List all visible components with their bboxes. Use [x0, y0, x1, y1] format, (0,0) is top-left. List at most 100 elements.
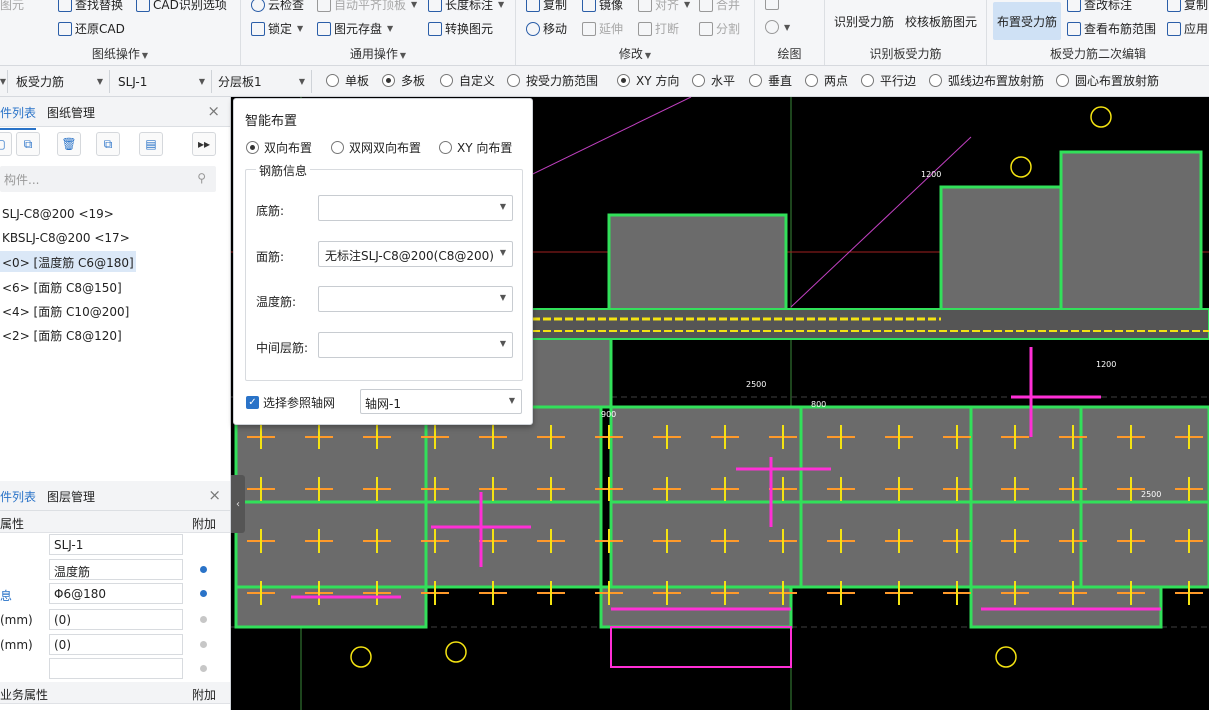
property-value[interactable]: (0): [49, 609, 183, 630]
place-rebar-button[interactable]: 布置受力筋: [993, 2, 1061, 40]
list-item[interactable]: <6> [面筋 C8@150]: [0, 276, 124, 297]
more-button[interactable]: ▸▸: [192, 132, 216, 156]
property-value[interactable]: (0): [49, 634, 183, 655]
radio-xy-placement[interactable]: XY 向布置: [439, 139, 512, 156]
identify-rebar-button[interactable]: 识别受力筋: [831, 2, 897, 40]
convert-element-button[interactable]: 转换图元: [428, 20, 493, 37]
radio-vertical[interactable]: 垂直: [749, 72, 792, 89]
save-component-button[interactable]: ▤: [139, 132, 163, 156]
business-props-label: 业务属性: [0, 688, 49, 702]
copy-button[interactable]: 复制: [526, 0, 567, 13]
auto-align-top-button[interactable]: 自动平齐顶板▼: [317, 0, 417, 13]
top-rebar-select[interactable]: 无标注SLJ-C8@200(C8@200)▼: [318, 241, 513, 267]
radio-two-points[interactable]: 两点: [805, 72, 848, 89]
radio-center-radial[interactable]: 圆心布置放射筋: [1056, 72, 1159, 89]
find-replace-button[interactable]: 查找替换: [58, 0, 123, 13]
list-item-selected[interactable]: <0> [温度筋 C6@180]: [0, 251, 136, 272]
property-value[interactable]: 温度筋: [49, 559, 183, 580]
radio-horizontal[interactable]: 水平: [692, 72, 735, 89]
check-rebar-button[interactable]: 校核板筋图元: [901, 2, 981, 40]
tab-component-list[interactable]: 件列表: [0, 104, 37, 130]
cad-options-button[interactable]: CAD识别选项: [136, 0, 227, 13]
search-input[interactable]: 构件...⚲: [0, 166, 216, 192]
slab-region: [424, 500, 603, 589]
lock-button[interactable]: 锁定▼: [251, 20, 303, 37]
close-icon[interactable]: ×: [207, 102, 220, 120]
middle-rebar-select[interactable]: ▼: [318, 332, 513, 358]
element-save-button[interactable]: 图元存盘▼: [317, 20, 393, 37]
mirror-button[interactable]: 镜像: [582, 0, 623, 13]
radio-by-rebar-range[interactable]: 按受力筋范围: [507, 72, 598, 89]
list-item[interactable]: SLJ-C8@200 <19>: [0, 204, 116, 225]
property-value[interactable]: Φ6@180: [49, 583, 183, 604]
delete-component-button[interactable]: 🗑: [57, 132, 81, 156]
axis-bubble: [350, 646, 372, 668]
align-button[interactable]: 对齐▼: [638, 0, 690, 13]
group-label-modify[interactable]: 修改▼: [516, 45, 754, 62]
ribbon-group-identify-rebar: 识别受力筋 校核板筋图元 识别板受力筋: [825, 0, 987, 65]
draw-arc-button[interactable]: ▼: [765, 20, 790, 34]
cloud-check-button[interactable]: 云检查: [251, 0, 304, 13]
view-rebar-range-button[interactable]: 查看布筋范围: [1067, 20, 1156, 37]
temperature-rebar-select[interactable]: ▼: [318, 286, 513, 312]
move-button[interactable]: 移动: [526, 20, 567, 37]
label: 双网双向布置: [349, 141, 422, 155]
list-item[interactable]: <4> [面筋 C10@200]: [0, 300, 131, 321]
reference-axis-checkbox[interactable]: ✓选择参照轴网: [246, 394, 335, 411]
copy-component-button[interactable]: ⧉: [16, 132, 40, 156]
property-row-empty: [0, 657, 230, 682]
list-item[interactable]: <2> [面筋 C8@120]: [0, 324, 124, 345]
property-value[interactable]: SLJ-1: [49, 534, 183, 555]
radio-icon: [692, 74, 705, 87]
tab-layer-manage[interactable]: 图层管理: [47, 488, 95, 505]
move-icon: [526, 21, 540, 36]
label: 镜像: [599, 0, 624, 12]
merge-button[interactable]: 合并: [699, 0, 740, 13]
copy-rebar-button[interactable]: 复制: [1167, 0, 1208, 13]
property-value[interactable]: [49, 658, 183, 679]
radio-double-mesh[interactable]: 双网双向布置: [331, 139, 421, 156]
search-placeholder: 构件...: [4, 173, 40, 187]
element-type-select[interactable]: ▼: [0, 70, 8, 93]
tab-drawing-manage[interactable]: 图纸管理: [47, 104, 95, 121]
attach-dot[interactable]: [200, 665, 207, 672]
rebar-name-select[interactable]: SLJ-1▼: [112, 70, 212, 93]
attach-dot[interactable]: [200, 590, 207, 597]
extend-button[interactable]: 延伸: [582, 20, 623, 37]
radio-single-slab[interactable]: 单板: [326, 72, 369, 89]
length-dimension-button[interactable]: 长度标注▼: [428, 0, 504, 13]
group-label-drawing-ops[interactable]: 图纸操作▼: [0, 45, 240, 62]
duplicate-component-button[interactable]: ⧉: [96, 132, 120, 156]
attach-dot[interactable]: [200, 641, 207, 648]
label: 查改标注: [1084, 0, 1133, 12]
layer-select[interactable]: 分层板1▼: [212, 70, 312, 93]
attach-dot[interactable]: [200, 616, 207, 623]
radio-parallel-edge[interactable]: 平行边: [861, 72, 916, 89]
ribbon-btn-element[interactable]: 图元: [0, 0, 24, 13]
auto-align-icon: [317, 0, 331, 12]
draw-line-button[interactable]: [765, 0, 779, 10]
break-button[interactable]: 打断: [638, 20, 679, 37]
radio-bidirectional[interactable]: 双向布置: [246, 139, 312, 156]
opening-outline: [610, 626, 792, 668]
edit-annotation-button[interactable]: 查改标注: [1067, 0, 1132, 13]
radio-custom[interactable]: 自定义: [440, 72, 495, 89]
rebar-type-select[interactable]: 板受力筋▼: [10, 70, 110, 93]
bottom-rebar-select[interactable]: ▼: [318, 195, 513, 221]
new-component-button[interactable]: ▢: [0, 132, 12, 156]
close-icon[interactable]: ×: [208, 486, 221, 504]
radio-xy-direction[interactable]: XY 方向: [617, 72, 679, 89]
restore-cad-button[interactable]: 还原CAD: [58, 20, 125, 37]
radio-icon: [861, 74, 874, 87]
radio-multi-slab[interactable]: 多板: [382, 72, 425, 89]
apply-button[interactable]: 应用: [1167, 20, 1208, 37]
group-label-common-ops[interactable]: 通用操作▼: [241, 45, 515, 62]
tab-component-list-2[interactable]: 件列表: [0, 488, 37, 514]
list-item[interactable]: KBSLJ-C8@200 <17>: [0, 228, 132, 249]
radio-arc-radial[interactable]: 弧线边布置放射筋: [929, 72, 1044, 89]
attach-dot[interactable]: [200, 566, 207, 573]
value: 无标注SLJ-C8@200(C8@200): [325, 249, 494, 263]
axis-grid-select[interactable]: 轴网-1▼: [360, 389, 522, 414]
split-button[interactable]: 分割: [699, 20, 740, 37]
collapse-panel-handle[interactable]: ‹: [231, 475, 245, 533]
